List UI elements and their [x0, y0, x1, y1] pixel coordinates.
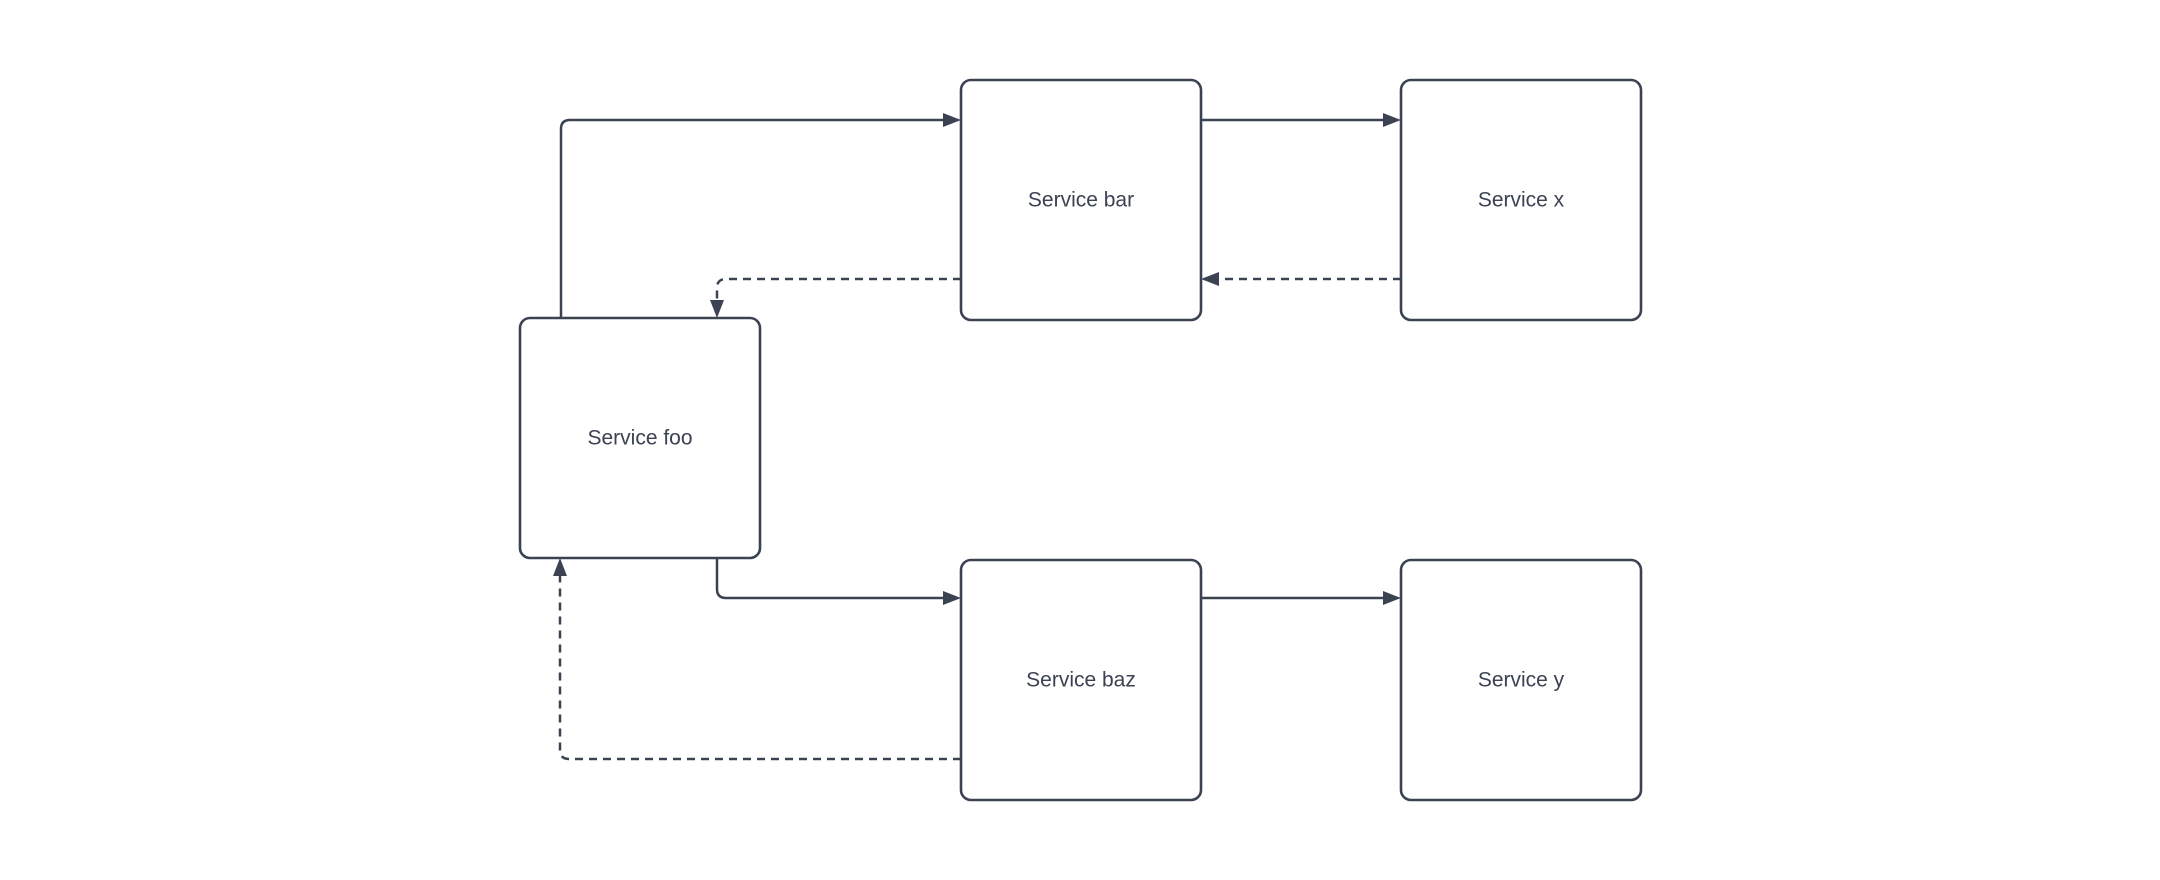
- arrowhead-right-icon: [1383, 591, 1401, 605]
- edge-service-bar-to-service-foo: [710, 277, 961, 318]
- edge-service-bar-to-service-x: [1201, 113, 1401, 127]
- node-service-y: Service y: [1399, 558, 1643, 802]
- node-service-x: Service x: [1399, 78, 1643, 322]
- arrowhead-up-icon: [553, 558, 567, 576]
- edge-service-x-to-service-bar: [1201, 272, 1401, 286]
- edge-service-baz-to-service-foo: [553, 558, 961, 761]
- node-service-y-label: Service y: [1478, 669, 1565, 692]
- edge-service-foo-to-service-baz: [715, 558, 961, 605]
- edge-service-baz-to-service-y: [1201, 591, 1401, 605]
- node-service-foo-label: Service foo: [587, 427, 692, 450]
- arrowhead-right-icon: [1383, 113, 1401, 127]
- node-service-baz-label: Service baz: [1026, 669, 1136, 692]
- node-service-bar-label: Service bar: [1028, 189, 1134, 212]
- arrowhead-down-icon: [710, 300, 724, 318]
- node-service-baz: Service baz: [959, 558, 1203, 802]
- node-service-bar: Service bar: [959, 78, 1203, 322]
- edge-service-foo-to-service-bar: [559, 113, 961, 318]
- arrowhead-right-icon: [943, 113, 961, 127]
- arrowhead-right-icon: [943, 591, 961, 605]
- node-service-x-label: Service x: [1478, 189, 1565, 212]
- node-service-foo: Service foo: [518, 316, 762, 560]
- arrowhead-left-icon: [1201, 272, 1219, 286]
